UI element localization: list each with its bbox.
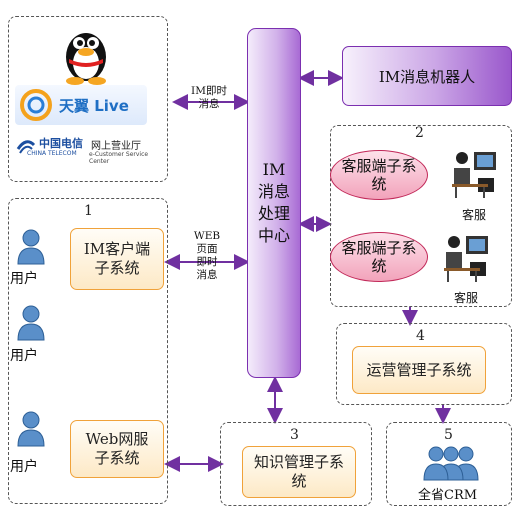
knowledge-label: 知识管理子系统 bbox=[253, 453, 344, 490]
agent-client-subsystem-2: 客服端子系统 bbox=[330, 232, 428, 282]
label-im-message: IM即时消息 bbox=[191, 85, 227, 110]
im-robot-label: IM消息机器人 bbox=[378, 67, 476, 86]
agent-workstation-icon bbox=[444, 236, 488, 282]
user-label-1: 用户 bbox=[10, 271, 38, 287]
crm-label: 全省CRM bbox=[418, 488, 478, 503]
knowledge-subsystem: 知识管理子系统 bbox=[242, 446, 356, 498]
user-icon bbox=[17, 305, 45, 341]
agent-workstation-icon bbox=[452, 152, 496, 198]
group-5-number: 5 bbox=[444, 427, 453, 443]
agent-client-subsystem-1: 客服端子系统 bbox=[330, 150, 428, 200]
web-service-label: Web网服子系统 bbox=[85, 430, 149, 467]
agent-client-2-label: 客服端子系统 bbox=[341, 239, 417, 275]
channels-group: 天翼 Live 中国电信 CHINA TELECOM 网上营业厅 e-Custo… bbox=[8, 16, 168, 182]
group-4-operations bbox=[336, 323, 512, 405]
tianyi-live-text: 天翼 Live bbox=[59, 97, 129, 115]
im-message-center: IM消息处理中心 bbox=[247, 28, 301, 378]
group-4-number: 4 bbox=[416, 328, 425, 344]
user-icon bbox=[17, 411, 45, 447]
agent-label-1: 客服 bbox=[462, 208, 487, 222]
agent-label-2: 客服 bbox=[454, 291, 479, 305]
group-3-knowledge bbox=[220, 422, 372, 506]
im-client-label: IM客户端子系统 bbox=[83, 240, 151, 277]
operations-label: 运营管理子系统 bbox=[366, 360, 472, 379]
group-2-number: 2 bbox=[415, 125, 424, 141]
tianyi-swirl-icon bbox=[20, 89, 52, 121]
portal-subtitle: e-Customer Service Center bbox=[89, 151, 149, 165]
operations-subsystem: 运营管理子系统 bbox=[352, 346, 486, 394]
group-3-number: 3 bbox=[290, 427, 299, 443]
user-label-2: 用户 bbox=[10, 348, 38, 364]
web-service-subsystem: Web网服子系统 bbox=[70, 420, 164, 478]
group-5-crm bbox=[386, 422, 512, 506]
user-label-3: 用户 bbox=[10, 459, 38, 475]
telecom-name: 中国电信 bbox=[39, 137, 83, 150]
telecom-name-en: CHINA TELECOM bbox=[27, 150, 77, 157]
im-robot: IM消息机器人 bbox=[342, 46, 512, 106]
tianyi-live-logo: 天翼 Live bbox=[15, 85, 147, 125]
group-2-agent-clients bbox=[330, 125, 512, 307]
portal-title: 网上营业厅 bbox=[91, 141, 141, 152]
label-web-message: WEB页面即时消息 bbox=[193, 230, 221, 281]
user-icon bbox=[17, 229, 45, 265]
group-1-user-channels bbox=[8, 198, 168, 504]
qq-penguin-logo bbox=[66, 33, 106, 85]
im-center-label: IM消息处理中心 bbox=[257, 160, 290, 245]
china-telecom-icon bbox=[16, 140, 36, 154]
crm-users-icon bbox=[423, 446, 479, 481]
agent-client-1-label: 客服端子系统 bbox=[341, 157, 417, 193]
group-1-number: 1 bbox=[84, 203, 93, 219]
im-client-subsystem: IM客户端子系统 bbox=[70, 228, 164, 290]
